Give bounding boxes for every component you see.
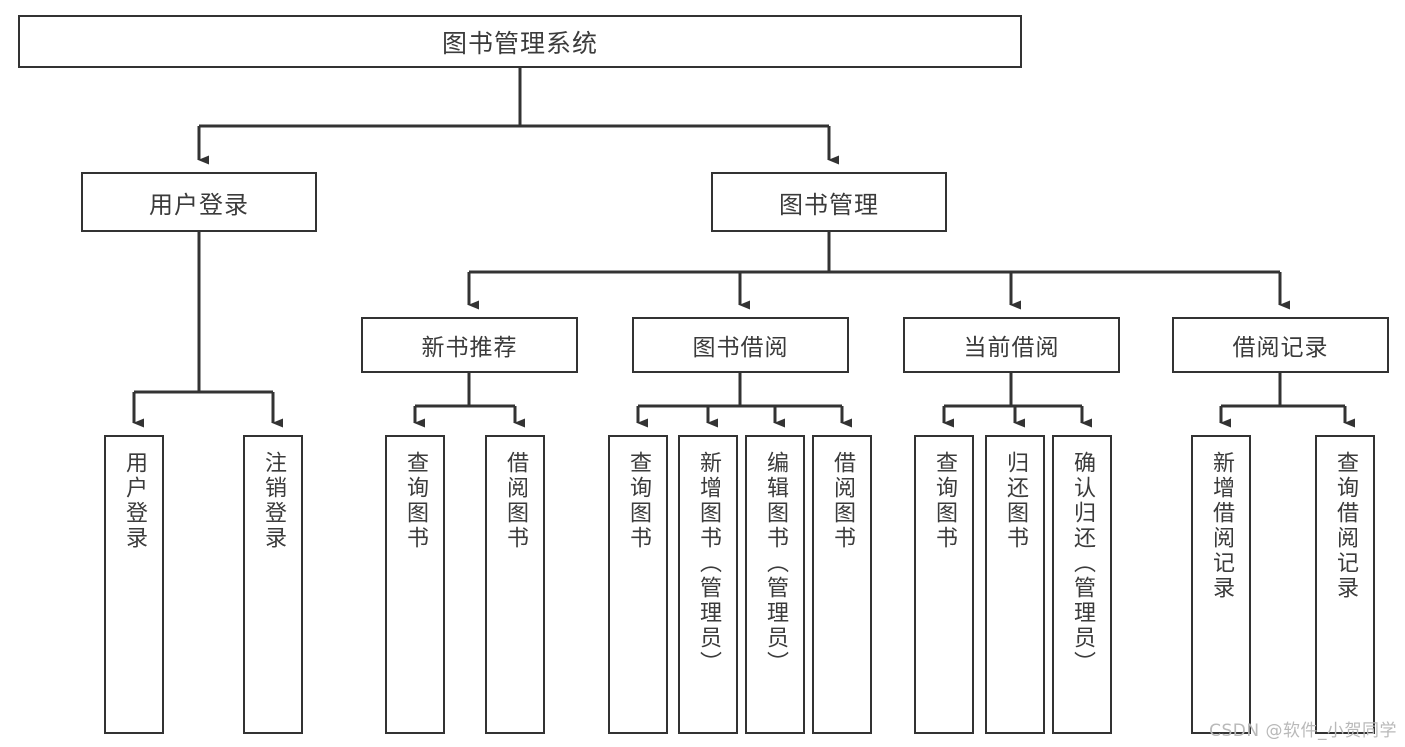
node-label: 编辑图书（管理员） (763, 451, 788, 676)
leaf-confirm-return-admin[interactable]: 确认归还（管理员） (1052, 435, 1112, 734)
node-borrowing-records[interactable]: 借阅记录 (1172, 317, 1389, 373)
node-label: 查询借阅记录 (1333, 451, 1358, 601)
leaf-add-borrow-record[interactable]: 新增借阅记录 (1191, 435, 1251, 734)
leaf-query-book-current[interactable]: 查询图书 (914, 435, 974, 734)
csdn-watermark: CSDN @软件_小贺同学 (1209, 721, 1397, 741)
node-root-book-management-system[interactable]: 图书管理系统 (18, 15, 1022, 68)
leaf-edit-book-admin[interactable]: 编辑图书（管理员） (745, 435, 805, 734)
leaf-return-book[interactable]: 归还图书 (985, 435, 1045, 734)
node-label: 借阅图书 (503, 451, 528, 551)
node-label: 图书管理系统 (441, 28, 598, 58)
leaf-query-book-recommendation[interactable]: 查询图书 (385, 435, 445, 734)
node-label: 查询图书 (403, 451, 428, 551)
leaf-query-borrow-record[interactable]: 查询借阅记录 (1315, 435, 1375, 734)
node-current-borrowing[interactable]: 当前借阅 (903, 317, 1120, 373)
node-label: 新增借阅记录 (1209, 451, 1234, 601)
node-label: 当前借阅 (963, 335, 1060, 361)
node-label: 借阅记录 (1232, 335, 1329, 361)
node-label: 查询图书 (626, 451, 651, 551)
node-label: 用户登录 (122, 451, 147, 551)
node-label: 查询图书 (932, 451, 957, 551)
node-label: 确认归还（管理员） (1070, 451, 1095, 676)
node-user-login[interactable]: 用户登录 (81, 172, 317, 232)
node-label: 归还图书 (1003, 451, 1028, 551)
leaf-query-book-borrowing[interactable]: 查询图书 (608, 435, 668, 734)
leaf-add-book-admin[interactable]: 新增图书（管理员） (678, 435, 738, 734)
node-label: 图书管理 (779, 190, 879, 219)
node-label: 用户登录 (149, 190, 249, 219)
leaf-borrow-book-borrowing[interactable]: 借阅图书 (812, 435, 872, 734)
leaf-borrow-book-recommendation[interactable]: 借阅图书 (485, 435, 545, 734)
node-label: 新增图书（管理员） (696, 451, 721, 676)
node-book-borrowing[interactable]: 图书借阅 (632, 317, 849, 373)
node-label: 新书推荐 (421, 335, 518, 361)
node-book-management[interactable]: 图书管理 (711, 172, 947, 232)
node-new-book-recommendation[interactable]: 新书推荐 (361, 317, 578, 373)
node-label: 图书借阅 (692, 335, 789, 361)
leaf-user-login[interactable]: 用户登录 (104, 435, 164, 734)
leaf-user-logout[interactable]: 注销登录 (243, 435, 303, 734)
node-label: 注销登录 (261, 451, 286, 551)
node-label: 借阅图书 (830, 451, 855, 551)
